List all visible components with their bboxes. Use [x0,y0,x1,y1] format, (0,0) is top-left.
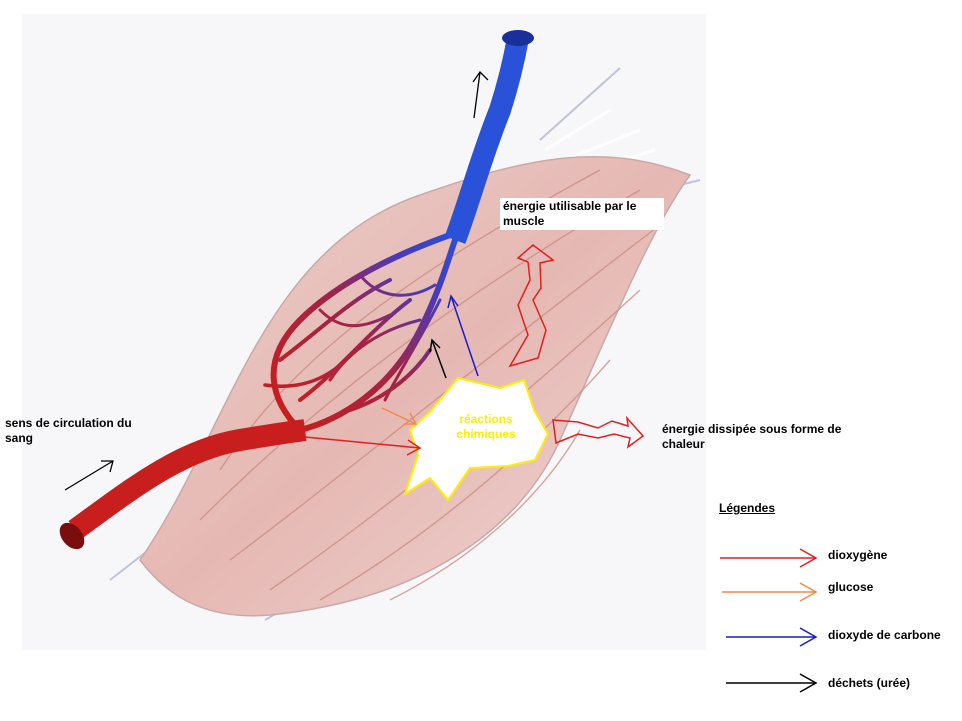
vein [444,36,529,244]
vein-opening [502,30,534,46]
flow-arrow-in [64,460,114,491]
label-heat-energy: énergie dissipée sous forme de chaleur [662,422,842,451]
legend-arrows [720,548,818,693]
artery-opening [59,522,85,550]
legend-arrow-co2 [726,627,818,647]
legend-label-oxygen: dioxygène [828,548,888,562]
heat-arrow [552,415,645,449]
legend-label-waste: déchets (urée) [828,676,911,690]
legend-arrow-oxygen [720,548,818,568]
legend-arrow-glucose [722,582,818,602]
flow-arrow-out [472,70,489,119]
legend-label-glucose: glucose [828,580,874,594]
label-chemical-reactions: réactions chimiques [443,408,529,454]
legend-arrow-waste [726,673,818,693]
co2-arrow [447,294,479,377]
muscle-belly [139,155,692,617]
label-blood-circulation: sens de circulation du sang [5,416,132,445]
usable-energy-arrow [508,244,555,368]
legend-label-co2: dioxyde de carbone [828,628,941,642]
label-usable-energy: énergie utilisable par le muscle [500,198,664,230]
glucose-arrow [381,407,418,425]
oxygen-arrow [304,436,422,456]
waste-arrow [429,338,447,379]
capillary-network [263,232,458,433]
artery [68,419,307,539]
legend-title: Légendes [719,501,776,515]
